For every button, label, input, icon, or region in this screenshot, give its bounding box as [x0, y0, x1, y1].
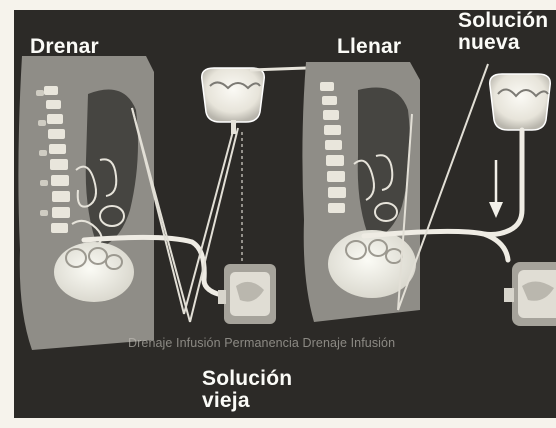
- diagram-panel: Drenar Llenar Solución nueva Drenaje Inf…: [14, 10, 556, 418]
- old-solution-label-line2: vieja: [202, 390, 292, 412]
- drain-label: Drenar: [30, 36, 99, 58]
- process-caption: Drenaje Infusión Permanencia Drenaje Inf…: [128, 336, 395, 350]
- new-solution-label-line1: Solución: [458, 10, 548, 32]
- drain-bag-icon: [504, 262, 556, 326]
- dialysis-illustration: [14, 10, 556, 418]
- arrow-down-icon: [489, 160, 503, 218]
- old-solution-label: Solución vieja: [202, 368, 292, 412]
- new-solution-label: Solución nueva: [458, 10, 548, 54]
- top-connector: [250, 68, 306, 70]
- drain-bag-icon: [218, 264, 276, 324]
- right-torso: [302, 62, 508, 322]
- left-abdomen: [54, 242, 134, 302]
- fill-label: Llenar: [337, 36, 401, 58]
- old-solution-label-line1: Solución: [202, 368, 292, 390]
- fluid-bag-icon: [202, 68, 265, 134]
- left-torso-silhouette: [18, 56, 154, 350]
- new-solution-label-line2: nueva: [458, 32, 548, 54]
